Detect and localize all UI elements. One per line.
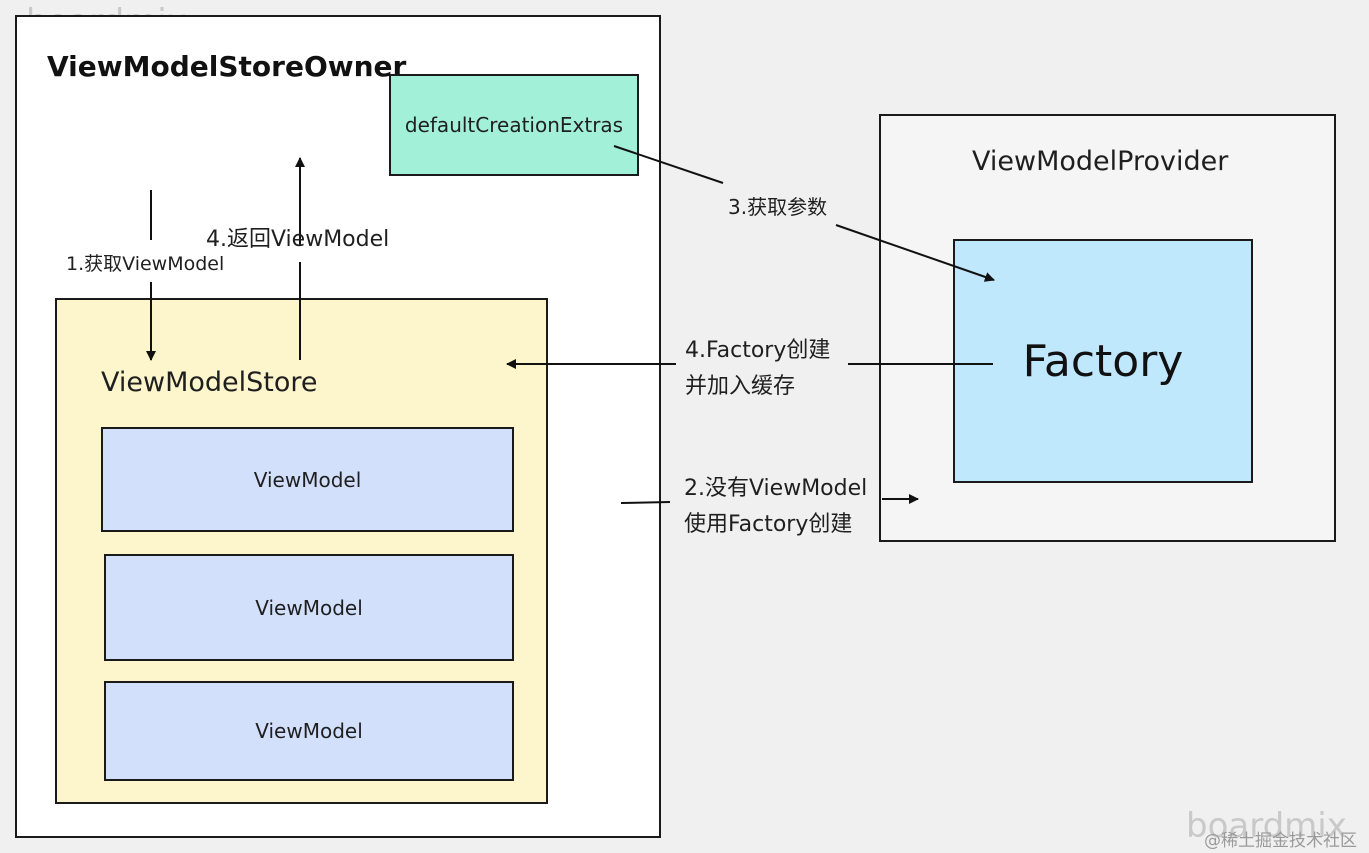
factory-label: Factory — [1022, 335, 1184, 387]
arrow-get-params-start — [613, 145, 724, 184]
arrow-no-viewmodel-start — [620, 501, 671, 504]
viewmodel-item-1: ViewModel — [101, 427, 514, 532]
watermark-credit: @稀土掘金技术社区 — [1204, 831, 1357, 851]
viewmodel-item-2: ViewModel — [104, 554, 514, 661]
step-return-viewmodel-label: 4.返回ViewModel — [206, 227, 390, 252]
viewmodel-item-label: ViewModel — [253, 467, 362, 492]
step-factory-create-label-2: 并加入缓存 — [685, 374, 796, 399]
default-creation-extras-box: defaultCreationExtras — [389, 74, 639, 176]
step-no-viewmodel-label-2: 使用Factory创建 — [684, 512, 853, 537]
factory-box: Factory — [953, 239, 1253, 483]
watermark-bottom: boardmix — [1186, 806, 1347, 846]
arrow-get-params — [835, 224, 995, 282]
viewmodel-item-label: ViewModel — [255, 719, 363, 743]
viewmodel-item-3: ViewModel — [104, 681, 514, 781]
step-get-params-label: 3.获取参数 — [728, 195, 828, 219]
default-creation-extras-label: defaultCreationExtras — [404, 113, 624, 137]
viewmodel-store-title: ViewModelStore — [101, 367, 318, 398]
step-factory-create-label-1: 4.Factory创建 — [685, 338, 831, 363]
step-get-viewmodel-label: 1.获取ViewModel — [66, 253, 225, 275]
viewmodel-provider-title: ViewModelProvider — [972, 146, 1229, 177]
viewmodel-store-owner-title: ViewModelStoreOwner — [47, 50, 407, 83]
step-no-viewmodel-label-1: 2.没有ViewModel — [684, 476, 868, 501]
viewmodel-item-label: ViewModel — [255, 595, 363, 620]
